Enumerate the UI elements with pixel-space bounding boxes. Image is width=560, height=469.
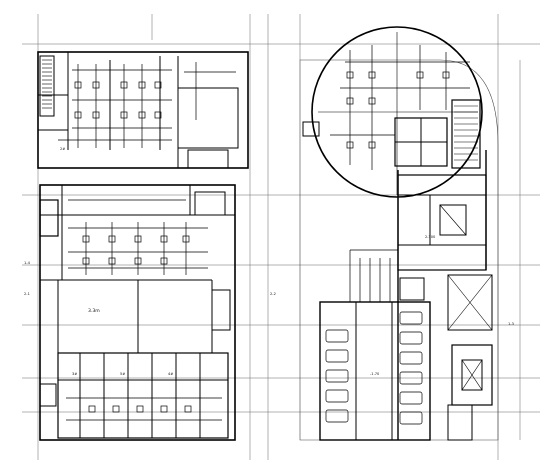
label-right-1: 2.300 [425, 235, 436, 239]
dim-mark-1: 1-4 [24, 261, 31, 265]
plan-labels: 2# 3# 5# 3.3m 4# 2.300 -1.70 1-4 2-1 2-2… [24, 147, 514, 376]
grid-lines [22, 14, 540, 460]
dim-mark-2: 2-1 [24, 292, 30, 296]
label-right-2: -1.70 [370, 372, 380, 376]
parking-stalls [325, 311, 423, 425]
label-left-4: 3.3m [88, 308, 100, 314]
label-left-3: 5# [120, 372, 125, 376]
label-left-1: 2# [60, 147, 65, 151]
dim-mark-4: 1-3 [508, 322, 514, 326]
dim-mark-3: 2-2 [270, 292, 276, 296]
left-plan [37, 51, 249, 441]
label-left-2: 3# [72, 372, 77, 376]
right-plan [299, 26, 499, 441]
label-left-5: 4# [168, 372, 173, 376]
